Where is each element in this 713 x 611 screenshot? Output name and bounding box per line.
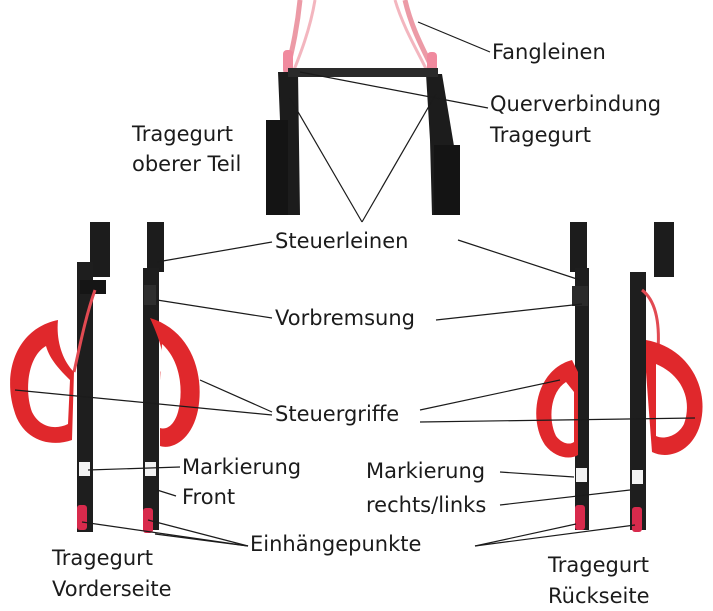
label-vorbremsung: Vorbremsung	[275, 306, 415, 331]
riser-b-pulley	[144, 285, 156, 305]
label-markierung-front: Markierung	[182, 455, 301, 480]
leader-vorbremsung-left	[157, 300, 272, 318]
label-fangleinen: Fangleinen	[492, 40, 606, 65]
label-tragegurt-rueckseite-line2: Rückseite	[548, 584, 650, 609]
leader-einhaenge-3	[155, 534, 248, 546]
maillon-back-d	[632, 507, 642, 532]
leader-steuerleinen-apex-right	[362, 94, 436, 222]
riser-pad-left	[266, 120, 288, 215]
label-markierung-rl-line2: rechts/links	[366, 493, 486, 518]
maillon-back-c	[575, 505, 585, 530]
leader-steuergriffe-2	[200, 380, 272, 412]
label-markierung-rl: Markierung	[366, 459, 485, 484]
label-markierung-front-line2: Front	[182, 485, 235, 510]
marker-front-b	[145, 462, 156, 476]
label-einhaengepunkte: Einhängepunkte	[250, 532, 421, 557]
leader-markierung-front	[88, 467, 180, 470]
riser-pad-right	[434, 145, 460, 215]
label-steuerleinen: Steuerleinen	[275, 229, 408, 254]
leader-querverbindung	[300, 72, 488, 108]
marker-front-a	[79, 462, 90, 476]
front-riser-photo	[10, 222, 200, 533]
label-querverbindung-line2: Tragegurt	[490, 123, 591, 148]
riser-d-top	[654, 222, 674, 277]
riser-c-top	[570, 222, 587, 272]
riser-b	[143, 268, 159, 530]
cross-strap	[288, 68, 438, 77]
leader-markierung-rl-1	[500, 472, 574, 477]
label-querverbindung: Querverbindung	[490, 92, 661, 117]
label-tragegurt-oben-line2: oberer Teil	[132, 152, 241, 177]
riser-c-pad	[572, 286, 588, 306]
marker-back-c	[576, 468, 587, 482]
label-tragegurt-vorderseite: Tragegurt	[52, 546, 153, 571]
label-tragegurt-vorderseite-line2: Vorderseite	[52, 577, 172, 602]
riser-b-top	[147, 222, 164, 272]
marker-back-d	[632, 470, 643, 484]
line-right-2	[395, 0, 428, 73]
leader-markierung-rl-2	[500, 490, 630, 505]
maillon-front-a	[77, 505, 87, 530]
leader-einhaenge-2	[148, 520, 248, 546]
leader-steuerleinen-right	[458, 240, 580, 280]
leader-vorbremsung-right	[436, 304, 582, 320]
riser-d	[630, 272, 646, 530]
label-tragegurt-oben: Tragegurt	[132, 122, 233, 147]
leader-steuerleinen-left	[157, 242, 272, 262]
label-steuergriffe: Steuergriffe	[275, 402, 399, 427]
back-riser-photo	[536, 222, 702, 532]
leader-front	[157, 490, 176, 496]
leader-steuerleinen-apex-left	[290, 98, 362, 222]
leader-fangleinen	[418, 22, 490, 52]
label-tragegurt-rueckseite: Tragegurt	[548, 553, 649, 578]
